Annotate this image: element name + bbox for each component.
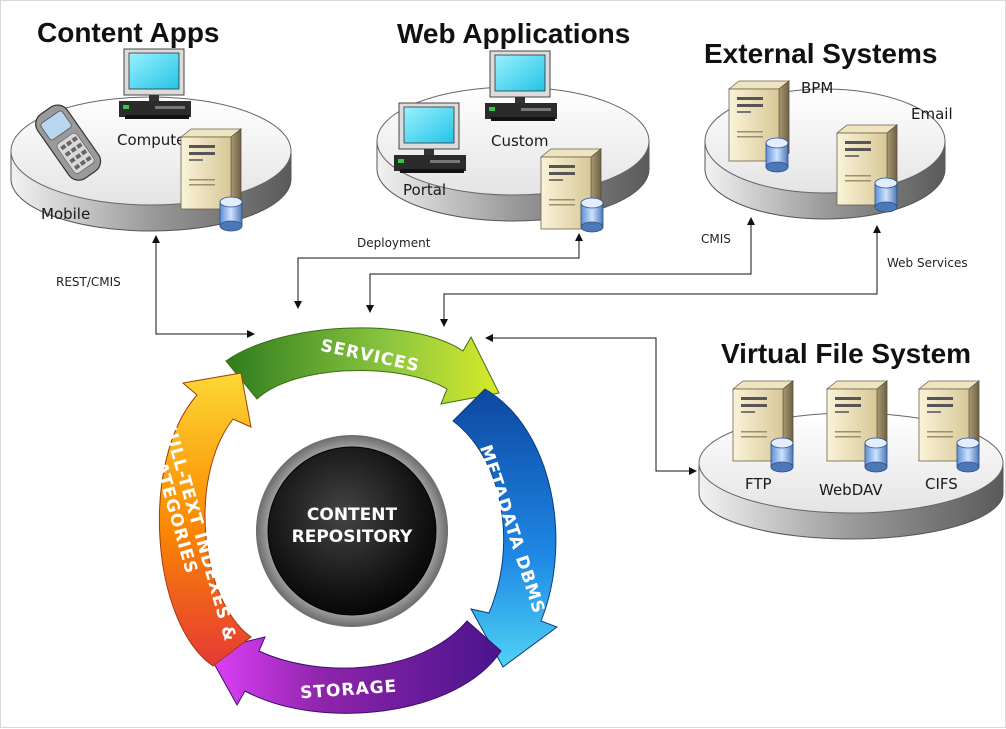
web-database-icon (580, 197, 604, 233)
content-apps-title: Content Apps (37, 17, 220, 48)
center-label-line1: CONTENT (307, 505, 398, 525)
portal-label: Portal (403, 181, 446, 199)
ftp-label: FTP (745, 475, 772, 493)
content-repository-hub (267, 446, 437, 616)
bpm-label: BPM (801, 79, 833, 97)
deployment-label: Deployment (357, 236, 431, 250)
webdav-label: WebDAV (819, 481, 883, 499)
computer-icon (118, 48, 192, 120)
mobile-label: Mobile (41, 205, 90, 223)
fulltext-arc (158, 372, 252, 667)
repository-cycle (158, 327, 559, 714)
web-services-label: Web Services (887, 256, 968, 270)
center-label-line2: REPOSITORY (292, 527, 413, 547)
cifs-database-icon (956, 437, 980, 473)
ftp-database-icon (770, 437, 794, 473)
custom-computer-icon (484, 50, 558, 122)
external-systems-title: External Systems (704, 38, 937, 69)
cmis-label: CMIS (701, 232, 731, 246)
metadata-arc (452, 388, 559, 668)
database-icon (219, 196, 243, 232)
web-applications-title: Web Applications (397, 18, 630, 49)
computer-label: Computer (117, 131, 192, 149)
services-arc (225, 327, 500, 405)
virtual-file-system-title: Virtual File System (721, 338, 971, 369)
custom-label: Custom (491, 132, 548, 150)
connector-lines (152, 217, 881, 475)
webdav-database-icon (864, 437, 888, 473)
storage-arc (206, 620, 502, 714)
email-database-icon (874, 177, 898, 213)
portal-computer-icon (393, 102, 467, 174)
email-label: Email (911, 105, 953, 123)
mobile-phone-icon (35, 104, 102, 181)
bpm-database-icon (765, 137, 789, 173)
rest-cmis-label: REST/CMIS (56, 275, 121, 289)
cifs-label: CIFS (925, 475, 958, 493)
